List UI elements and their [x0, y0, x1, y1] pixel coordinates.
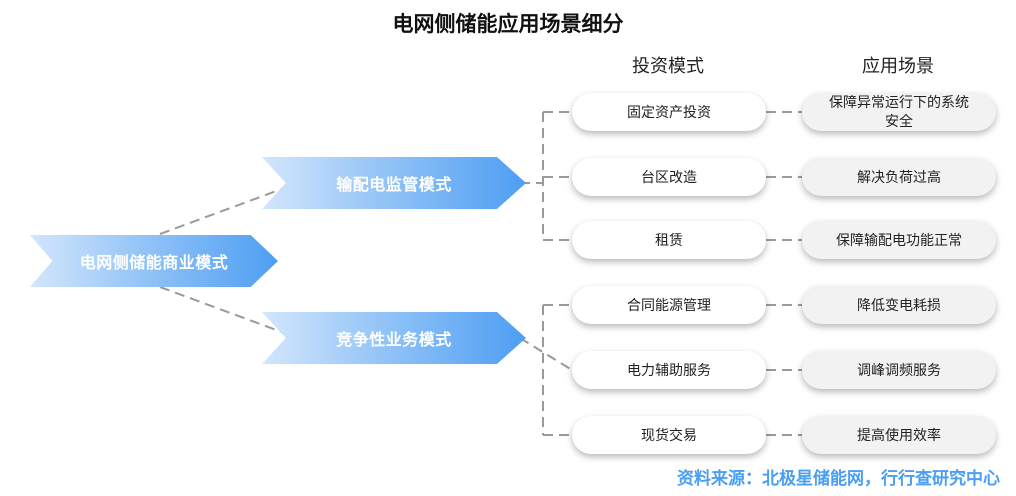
header-investment-mode: 投资模式 — [632, 56, 704, 76]
branch-label: 竞争性业务模式 — [336, 332, 452, 349]
scene-pill: 降低变电耗损 — [802, 286, 996, 324]
branch-label: 输配电监管模式 — [336, 177, 452, 194]
investment-pill: 电力辅助服务 — [572, 351, 766, 389]
diagram-title: 电网侧储能应用场景细分 — [392, 13, 624, 36]
root-chevron: 电网侧储能商业模式 — [30, 235, 278, 287]
investment-pill: 合同能源管理 — [572, 286, 766, 324]
root-label: 电网侧储能商业模式 — [79, 255, 229, 272]
branch-chevron-regulated: 输配电监管模式 — [262, 157, 526, 209]
source-note: 资料来源：北极星储能网，行行查研究中心 — [677, 469, 1000, 488]
investment-pill: 现货交易 — [572, 416, 766, 454]
scene-pill: 调峰调频服务 — [802, 351, 996, 389]
investment-pill: 租赁 — [572, 221, 766, 259]
header-application-scene: 应用场景 — [862, 56, 934, 76]
scene-pill: 保障输配电功能正常 — [802, 221, 996, 259]
scene-pill: 解决负荷过高 — [802, 158, 996, 196]
scene-pill: 提高使用效率 — [802, 416, 996, 454]
scene-pill: 保障异常运行下的系统安全 — [802, 93, 996, 131]
investment-pill: 台区改造 — [572, 158, 766, 196]
branch-chevron-competitive: 竞争性业务模式 — [262, 312, 526, 364]
connector-root-branch2 — [159, 286, 299, 339]
investment-pill: 固定资产投资 — [572, 93, 766, 131]
connector-root-branch1 — [159, 182, 299, 235]
